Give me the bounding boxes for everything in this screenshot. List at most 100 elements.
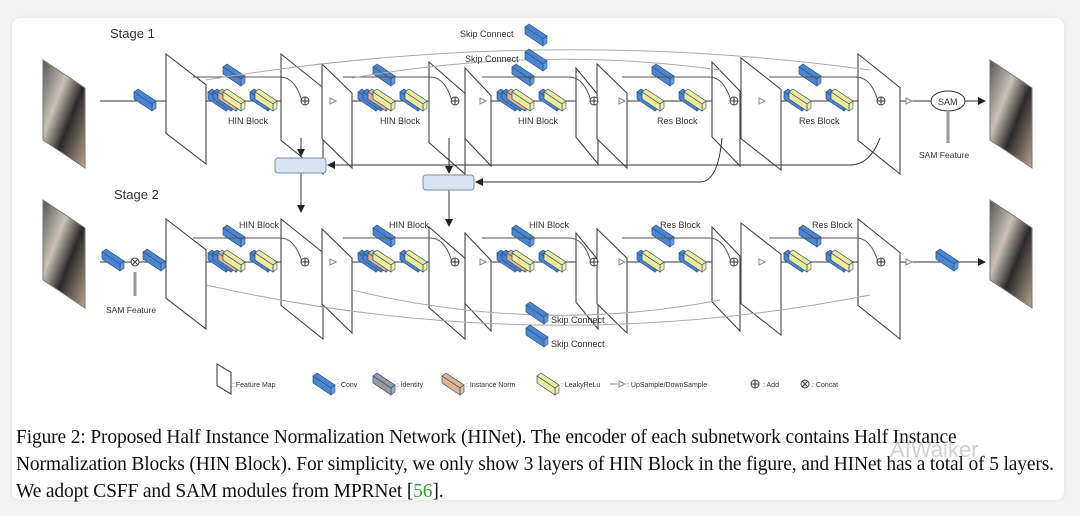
skip-conv-block [524,51,544,72]
updown-icon [905,258,914,266]
legend-identity: : identity [397,382,424,389]
connector-path [622,237,732,263]
input-image [42,199,86,309]
skip-connection [205,284,871,326]
conv-block [101,251,121,272]
feature-map [596,227,628,335]
conv-block [372,91,392,112]
conv-block [254,91,274,112]
conv-block [830,91,850,112]
updown-icon [329,97,338,105]
conv-block [142,251,162,272]
feature-map [740,56,782,172]
conv-block [935,251,955,272]
conv-block [788,91,808,112]
sam-module [930,90,966,112]
s2-sam-feature-label: SAM Feature [106,305,156,315]
legend-feature-map: : Feature Map [232,382,276,389]
conv-block [511,91,531,112]
caption-text: Figure 2: Proposed Half Instance Normali… [16,427,1054,502]
connector-path [193,76,303,102]
s1-skip-label: Skip Connect [460,29,514,39]
connector-path [343,76,453,102]
conv-block [404,252,424,273]
caption-suffix: ]. [432,481,444,502]
s2-block-label: Res Block [812,220,853,230]
feature-map [464,66,492,168]
skip-conv-block [524,26,544,47]
feature-map [280,52,324,176]
feature-map [711,225,741,333]
figure-caption: Figure 2: Proposed Half Instance Normali… [16,424,1066,505]
conv-block [641,252,661,273]
csff-arrow [327,137,881,169]
updown-icon [618,97,627,105]
conv-block [372,252,392,273]
conv-block [641,91,661,112]
watermark: AIWalker [890,437,979,462]
feature-map [464,231,492,333]
updown-icon [618,258,627,266]
feature-map [165,217,207,331]
connector-path [622,76,732,102]
concat-icon [801,380,809,388]
conv-block [222,252,242,273]
feature-map [596,62,628,170]
feature-map [575,231,599,331]
s2-block-label: HIN Block [389,220,430,230]
skip-conv-block [525,327,545,348]
csff-box [422,174,475,191]
conv-block [683,252,703,273]
conv-block [511,252,531,273]
connector-path [193,237,303,263]
legend-instance-norm-icon [441,375,461,396]
legend-conv: : Conv [337,382,358,389]
skip-conv-block [525,304,545,325]
legend-add: : Add [763,382,779,389]
legend: : Feature Map : Conv : identity : Instan… [232,382,838,389]
skip-connection [205,49,871,81]
concat-icon [131,258,139,266]
conv-block [543,91,563,112]
s1-skip-label: Skip Connect [465,54,519,64]
sam-label: SAM [938,97,958,107]
conv-block [133,91,153,112]
connector-path [482,76,592,102]
feature-map [165,52,207,166]
updown-icon [758,97,767,105]
conv-block [222,91,242,112]
feature-map [321,62,353,170]
stage2-label: Stage 2 [114,187,159,202]
s2-skip-label: Skip Connect [551,339,605,349]
output-image [989,59,1033,169]
legend-identity-icon [372,375,392,396]
legend-instance-norm: : Instance Norm [466,382,516,389]
legend-updown: : UpSample/DownSample [627,382,707,389]
updown-icon [479,97,488,105]
connector-path [769,237,879,263]
s2-block-label: Res Block [660,220,701,230]
csff-box [274,157,327,174]
conv-block [543,252,563,273]
legend-leaky-relu: : LeakyReLu [561,382,600,389]
conv-block [683,91,703,112]
legend-feature-map-icon [216,363,232,395]
legend-leaky-relu-icon [536,375,556,396]
feature-map [428,60,466,176]
feature-map [740,221,782,337]
feature-map [857,52,901,176]
feature-map [280,217,324,341]
s1-block-label: HIN Block [518,116,559,126]
sam-feature-label: SAM Feature [919,150,969,160]
citation-link[interactable]: 56 [413,481,433,502]
connector-path [343,237,453,263]
updown-icon [329,258,338,266]
output-image [989,199,1033,309]
conv-block [254,252,274,273]
hinet-diagram: Stage 1 Stage 2 HIN Block HIN Block HIN … [42,23,1033,396]
legend-concat: : Concat [812,382,838,389]
input-image [42,59,86,169]
s1-block-label: Res Block [799,116,840,126]
conv-block [830,252,850,273]
connector-path [769,76,879,102]
